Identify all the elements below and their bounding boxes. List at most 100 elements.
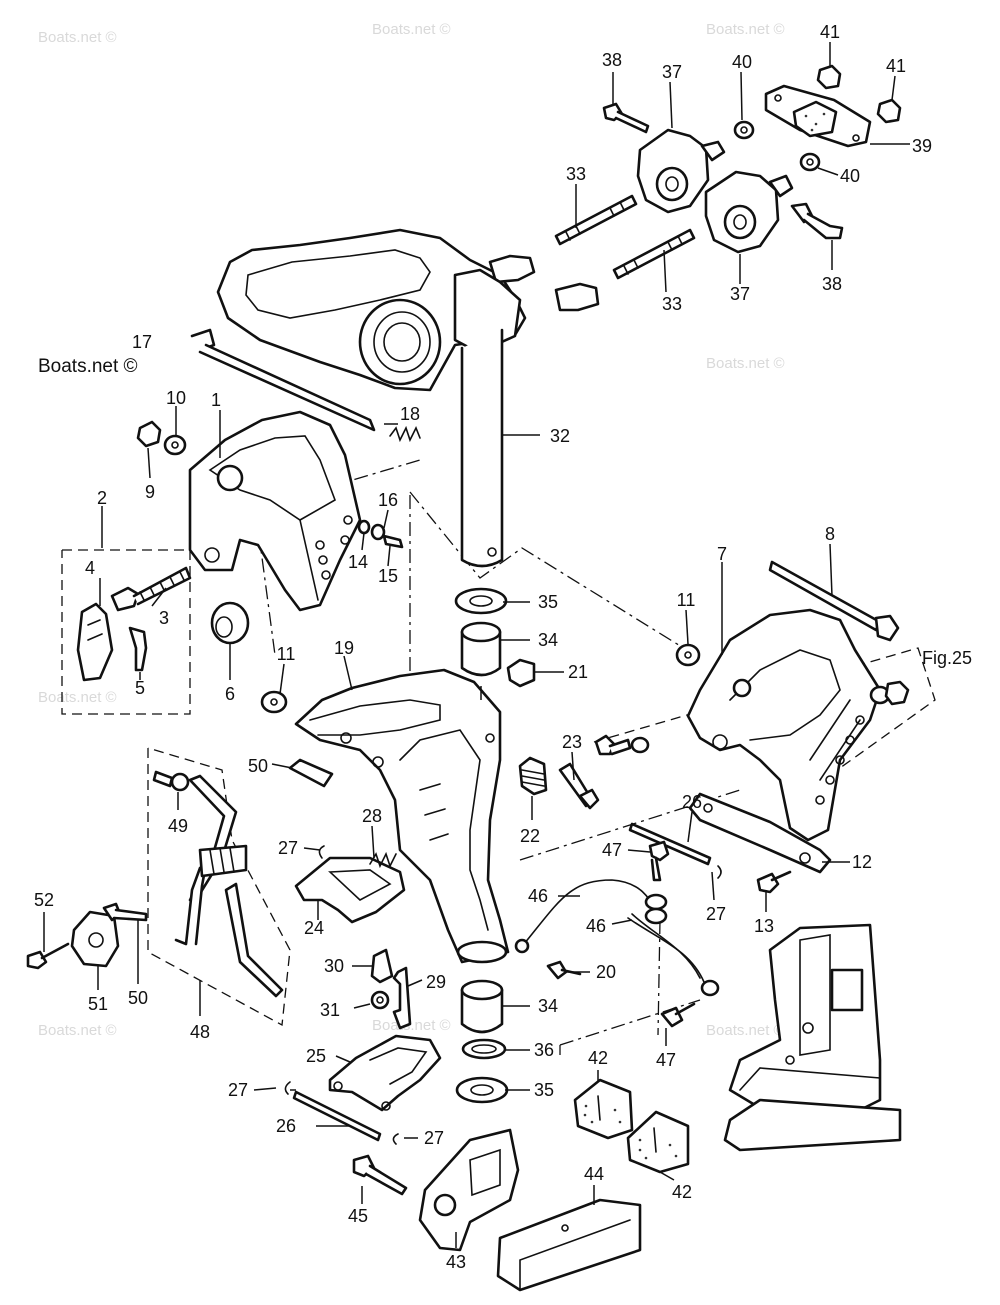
callout-41-left: 41: [820, 22, 840, 42]
callout-8: 8: [825, 524, 835, 544]
callout-29: 29: [426, 972, 446, 992]
callout-15: 15: [378, 566, 398, 586]
bushing-34-lower: [460, 979, 504, 1034]
bolt-8: [768, 560, 900, 642]
callout-50-upper: 50: [248, 756, 268, 776]
callout-labels: 1 2 3 4 5 6 7 8 9 10 11 11 12 13 14 15 1…: [34, 22, 972, 1272]
callout-24: 24: [304, 918, 324, 938]
callout-14: 14: [348, 552, 368, 572]
mount-37-lower: [704, 170, 794, 254]
clamp-screw-assembly: [76, 566, 192, 682]
washer-40-lower: [799, 152, 821, 172]
callout-36: 36: [534, 1040, 554, 1060]
tilt-stopper-24: [294, 856, 406, 924]
swivel-bracket-center: [294, 668, 510, 964]
callout-4: 4: [85, 558, 95, 578]
plate-51: [70, 910, 120, 968]
watermark-main: Boats.net ©: [38, 356, 138, 377]
screw-47-upper: [648, 840, 670, 882]
callout-11-left: 11: [277, 644, 296, 664]
callout-50-lower: 50: [128, 988, 148, 1008]
nuts-fig25: [869, 680, 910, 706]
callout-21: 21: [568, 662, 588, 682]
clip-27-lower-right: [392, 1133, 399, 1145]
callout-52: 52: [34, 890, 54, 910]
figure-reference: Fig.25: [922, 648, 972, 668]
callout-42-upper: 42: [588, 1048, 608, 1068]
nut-41-left: [816, 64, 842, 90]
pad-42-upper: [573, 1078, 634, 1140]
bolt-38-upper: [602, 102, 650, 134]
lower-housing: [723, 923, 902, 1152]
callout-23: 23: [562, 732, 582, 752]
callout-28: 28: [362, 806, 382, 826]
bushing-left: [210, 601, 250, 645]
pin-50-lower: [102, 902, 148, 922]
plate-50-upper: [288, 758, 334, 788]
collar-31: [370, 990, 390, 1010]
tilt-lock-lever: [328, 1034, 442, 1112]
stern-bracket-left: [188, 410, 362, 612]
watermark-faint-8: Boats.net ©: [38, 1022, 117, 1039]
spring-holder-30: [370, 948, 394, 984]
callout-38-upper: 38: [602, 50, 622, 70]
washer-11-left: [260, 690, 288, 714]
bolt-45: [352, 1154, 408, 1196]
leader-lines: [43, 42, 910, 1248]
callout-33-lower: 33: [662, 294, 682, 314]
callout-41-right: 41: [886, 56, 906, 76]
callout-16: 16: [378, 490, 398, 510]
watermark-faint-3: Boats.net ©: [706, 21, 785, 38]
callout-33-upper: 33: [566, 164, 586, 184]
swivel-shaft: [460, 328, 504, 568]
callout-11-right: 11: [677, 590, 696, 610]
callout-51: 51: [88, 994, 108, 1014]
watermark-faint-10: Boats.net ©: [706, 1022, 785, 1039]
screw-20: [546, 960, 582, 980]
washer-35-upper: [454, 587, 508, 615]
washer-35-lower: [455, 1076, 509, 1104]
bracket-43: [418, 1128, 520, 1252]
clip-27-upper-right: [717, 865, 722, 879]
swivel-bracket-upper: [216, 228, 600, 392]
callout-10: 10: [166, 388, 186, 408]
watermark-faint-5: Boats.net ©: [38, 689, 117, 706]
callout-47-lower: 47: [656, 1050, 676, 1070]
callout-45: 45: [348, 1206, 368, 1226]
callout-39: 39: [912, 136, 932, 156]
callout-44: 44: [584, 1164, 604, 1184]
callout-18: 18: [400, 404, 420, 424]
clip-27-lower-left: [284, 1081, 291, 1095]
screw-13: [756, 870, 792, 894]
callout-49: 49: [168, 816, 188, 836]
watermark-faint-1: Boats.net ©: [38, 29, 117, 46]
callout-46-upper: 46: [528, 886, 548, 906]
callout-25: 25: [306, 1046, 326, 1066]
stern-bracket-right: [686, 608, 882, 842]
callout-9: 9: [145, 482, 155, 502]
callout-47-upper: 47: [602, 840, 622, 860]
spring-28: [369, 851, 397, 869]
bolt-38-lower: [790, 202, 844, 240]
plate-44: [496, 1198, 642, 1292]
callout-6: 6: [225, 684, 235, 704]
stud-33-lower: [612, 228, 696, 280]
callout-13: 13: [754, 916, 774, 936]
plate-21: [506, 658, 536, 688]
callout-19: 19: [334, 638, 354, 658]
pad-42-lower: [626, 1110, 690, 1174]
callout-40-lower: 40: [840, 166, 860, 186]
rod-29: [392, 966, 412, 1030]
bolt-23: [558, 762, 600, 810]
callout-20: 20: [596, 962, 616, 982]
tilt-rod: [190, 328, 376, 432]
washer-36: [461, 1038, 507, 1060]
callout-22: 22: [520, 826, 540, 846]
watermark-faint-9: Boats.net ©: [372, 1017, 451, 1034]
callout-46-lower: 46: [586, 916, 606, 936]
tilt-lever-48: [174, 774, 284, 998]
callout-32: 32: [550, 426, 570, 446]
stud-33-upper: [554, 194, 638, 246]
ground-cables: [514, 879, 720, 997]
spring-22: [518, 756, 548, 796]
